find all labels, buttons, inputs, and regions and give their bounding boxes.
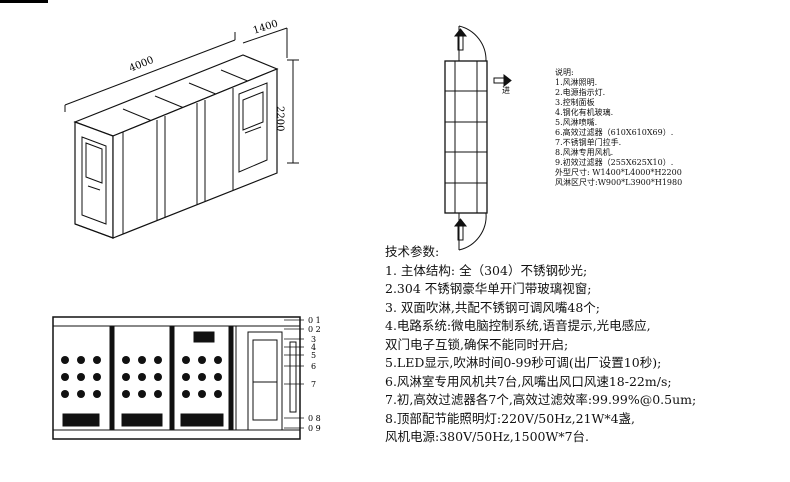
height-dimension: 2200	[274, 106, 285, 131]
note-item: 1.风淋照明.	[555, 78, 598, 87]
callout-09: 0 9	[308, 424, 321, 433]
shower-size: 风淋区尺寸:W900*L3900*H1980	[555, 178, 683, 187]
note-item: 7.不锈钢单门拉手.	[555, 138, 622, 147]
spec-line: 双门电子互锁,确保不能同时开启;	[385, 336, 569, 352]
spec-line: 7.初,高效过滤器各7个,高效过滤效率:99.99%@0.5um;	[385, 392, 697, 407]
note-item: 3.控制面板	[555, 98, 595, 107]
nozzle-grid	[61, 356, 222, 398]
enter-label: 进	[502, 86, 510, 95]
spec-line: 风机电源:380V/50Hz,1500W*7台.	[385, 429, 590, 444]
spec-line: 3. 双面吹淋,共配不锈钢可调风嘴48个;	[385, 299, 600, 315]
spec-line: 6.风淋室专用风机共7台,风嘴出风口风速18-22m/s;	[385, 373, 672, 389]
note-item: 2.电源指示灯.	[555, 88, 606, 97]
callout-3: 3	[311, 335, 316, 344]
specs-block: 技术参数: 1. 主体结构: 全（304）不锈钢砂光; 2.304 不锈钢豪华单…	[385, 243, 785, 447]
callout-7: 7	[311, 380, 316, 389]
spec-line: 5.LED显示,吹淋时间0-99秒可调(出厂设置10秒);	[385, 355, 662, 370]
note-item: 4.钢化有机玻璃.	[555, 108, 614, 117]
outer-size: 外型尺寸: W1400*L4000*H2200	[555, 168, 682, 177]
callout-01: 0 1	[308, 316, 321, 325]
width-dimension: 1400	[252, 18, 280, 36]
notes-title: 说明:	[555, 68, 574, 77]
isometric-view: 4000 1400 2200	[64, 18, 299, 239]
callout-5: 5	[311, 351, 316, 360]
note-item: 9.初效过滤器（255X625X10）.	[555, 158, 674, 167]
spec-line: 2.304 不锈钢豪华单开门带玻璃视窗;	[385, 281, 592, 296]
note-item: 5.风淋喷嘴.	[555, 118, 598, 127]
spec-line: 4.电路系统:微电脑控制系统,语音提示,光电感应,	[385, 318, 651, 333]
spec-line: 1. 主体结构: 全（304）不锈钢砂光;	[385, 262, 588, 278]
specs-title: 技术参数:	[385, 244, 440, 259]
note-item: 8.风淋专用风机.	[555, 148, 614, 157]
callout-02: 0 2	[308, 325, 321, 334]
callout-6: 6	[311, 362, 316, 371]
corner-mark	[0, 0, 48, 3]
callout-08: 0 8	[308, 414, 321, 423]
front-elevation: 0 1 0 2 3 4 5 6 7 0 8 0 9	[52, 316, 321, 440]
plan-view: 进	[444, 25, 512, 251]
note-item: 6.高效过滤器（610X610X69）.	[555, 128, 674, 137]
spec-line: 8.顶部配节能照明灯:220V/50Hz,21W*4盏,	[385, 410, 636, 426]
notes-block: 说明: 1.风淋照明. 2.电源指示灯. 3.控制面板 4.钢化有机玻璃. 5.…	[555, 68, 755, 188]
callout-4: 4	[311, 343, 316, 352]
